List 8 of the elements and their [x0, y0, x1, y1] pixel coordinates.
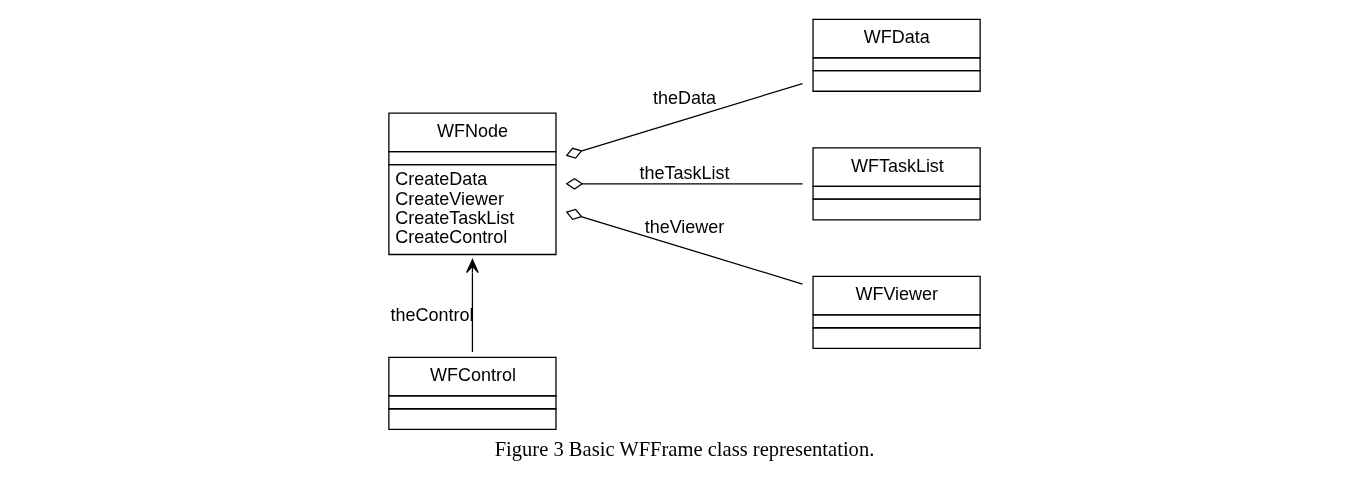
- edge-label: theData: [653, 87, 716, 108]
- edge-label: theViewer: [644, 216, 725, 237]
- connector: [565, 208, 804, 285]
- edge-label: theTaskList: [639, 162, 730, 183]
- edge-label: theControl: [390, 304, 474, 325]
- caption: Figure 3 Basic WFFrame class representation.: [494, 437, 875, 460]
- connector: [565, 177, 804, 190]
- connector: [565, 82, 804, 159]
